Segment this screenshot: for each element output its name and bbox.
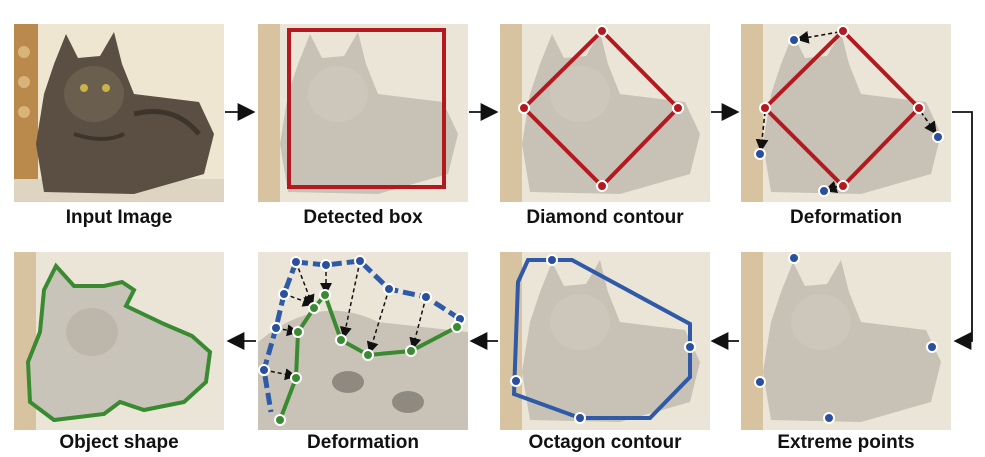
extreme-points-panel: [741, 252, 951, 430]
octagon-contour-panel: [500, 252, 710, 430]
diamond-contour-panel: [500, 24, 710, 202]
diamond-contour-graphic: [500, 24, 710, 202]
extreme-point-markers: [754, 252, 938, 424]
deformation-bottom-panel: [258, 252, 468, 430]
cat-image-faded: [258, 24, 468, 202]
extreme-points-graphic: [741, 252, 951, 430]
deformation-top-label: Deformation: [790, 207, 902, 228]
object-shape-panel: [14, 252, 224, 430]
input-image-panel: [14, 24, 224, 202]
detected-box-panel: [258, 24, 468, 202]
cat-image: [14, 24, 224, 202]
input-image-label: Input Image: [65, 207, 173, 228]
arrow-deformation-to-extreme: [952, 111, 973, 350]
diamond-contour-label: Diamond contour: [526, 207, 684, 228]
object-shape-label: Object shape: [59, 432, 179, 453]
octagon-contour-graphic: [500, 252, 710, 430]
deformation-bottom-label: Deformation: [307, 432, 419, 453]
octagon-contour: [511, 258, 692, 420]
deformation-bottom-graphic: [258, 252, 468, 430]
octagon-contour-label: Octagon contour: [528, 432, 682, 453]
deformation-top-panel: [741, 24, 951, 202]
object-shape-graphic: [14, 252, 224, 430]
deformation-top-graphic: [741, 24, 951, 202]
detected-box-label: Detected box: [303, 207, 423, 228]
object-shape-contour: [25, 262, 213, 423]
extreme-points-label: Extreme points: [777, 432, 915, 453]
detected-bounding-box: [287, 28, 446, 189]
